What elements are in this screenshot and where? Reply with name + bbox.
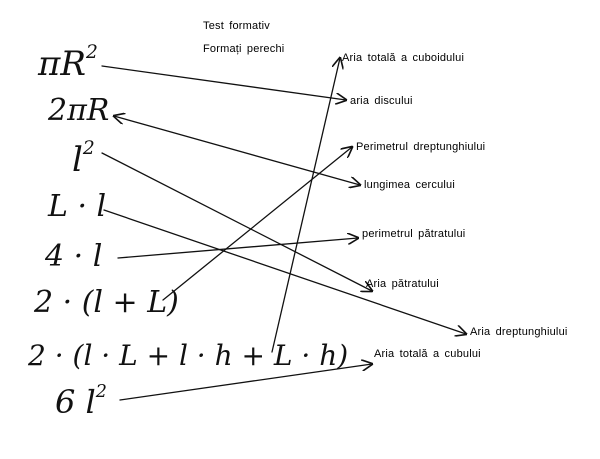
answer-disc-area: aria discului	[350, 95, 413, 107]
formula-text: πR	[38, 43, 86, 84]
answer-square-perimeter: perimetrul pătratului	[362, 228, 466, 240]
formula-text: L · l	[48, 189, 107, 224]
formula-text: 4 · l	[45, 239, 103, 274]
formula-L-times-l: L · l	[48, 192, 106, 222]
formula-text: l	[72, 139, 83, 180]
connection-arrow-f8-a8	[119, 364, 372, 401]
answer-rectangle-perimeter: Perimetrul dreptunghiului	[356, 141, 486, 153]
formula-4-times-l: 4 · l	[45, 242, 102, 272]
formula-exponent: 2	[85, 42, 98, 63]
formula-2-pi-r: 2πR	[48, 96, 109, 126]
connection-arrow-f6-a3	[162, 147, 352, 301]
connection-arrow-f1-a2	[101, 65, 346, 100]
page-subtitle: Formați perechi	[203, 43, 285, 55]
connection-lines	[101, 58, 466, 401]
answer-circle-length: lungimea cercului	[364, 179, 455, 191]
formula-2-cuboid-area: 2 · (l · L + l · h + L · h)	[28, 342, 348, 370]
formula-text: 2πR	[48, 93, 110, 128]
answer-square-area: Aria pătratului	[366, 278, 439, 290]
connection-arrow-f3-a6	[101, 152, 372, 291]
formula-text: 2 · (l · L + l · h + L · h)	[28, 339, 349, 372]
formula-6-l-squared: 6 l2	[55, 382, 107, 421]
formula-exponent: 2	[95, 382, 107, 402]
connection-arrow-f5-a5	[117, 238, 358, 259]
page-title: Test formativ	[203, 20, 270, 32]
formula-l-squared: l2	[72, 138, 95, 180]
answer-rectangle-area: Aria dreptunghiului	[470, 326, 568, 338]
formula-exponent: 2	[82, 138, 95, 159]
connection-arrow-f7-a1	[271, 58, 340, 353]
formula-text: 6 l	[55, 382, 96, 421]
formula-2-l-plus-L: 2 · (l + L)	[34, 288, 179, 318]
answer-cuboid-total-area: Aria totală a cuboidului	[342, 52, 465, 64]
connection-arrow-f4-a7	[103, 209, 466, 334]
formula-text: 2 · (l + L)	[34, 285, 179, 320]
answer-cube-total-area: Aria totală a cubului	[374, 348, 481, 360]
formula-pi-r-squared: πR2	[38, 42, 98, 84]
connection-arrow-f2-a4	[114, 116, 360, 185]
